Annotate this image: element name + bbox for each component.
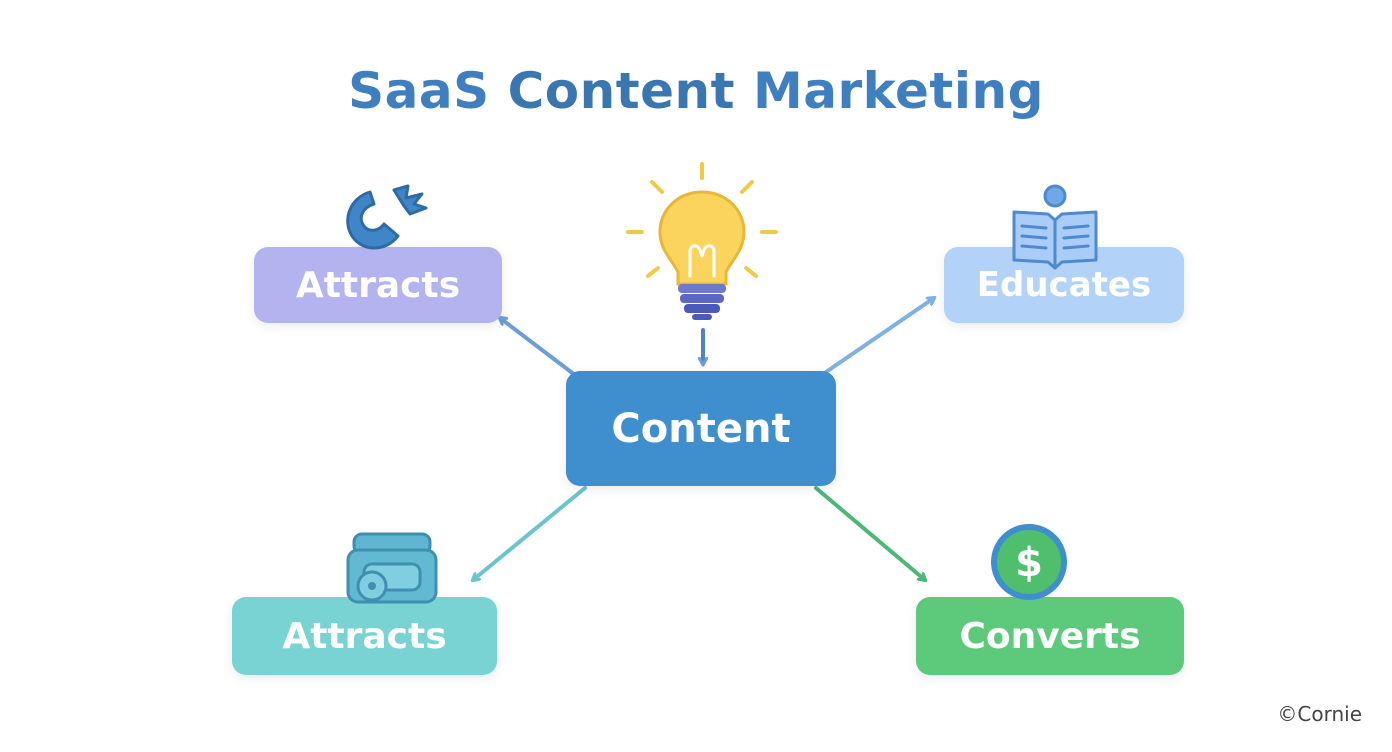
arrow-to-attracts-bottom [473, 486, 587, 580]
node-attracts-top: Attracts [254, 247, 502, 323]
arrow-to-attracts-top [500, 318, 577, 377]
node-converts: Converts [916, 597, 1184, 675]
lightbulb-icon [626, 162, 778, 320]
dollar-symbol: $ [1015, 540, 1043, 586]
node-attracts-bottom: Attracts [232, 597, 497, 675]
inbox-stack-icon [346, 532, 438, 604]
arrow-to-converts [814, 486, 925, 580]
node-attracts-top-label: Attracts [295, 264, 461, 306]
node-educates: Educates [944, 247, 1184, 323]
node-content-label: Content [611, 405, 791, 452]
open-book-icon [1012, 184, 1098, 270]
node-attracts-bottom-label: Attracts [282, 615, 447, 657]
arrow-to-educates [824, 298, 934, 374]
diagram-title: SaaS Content Marketing [0, 62, 1392, 120]
node-content: Content [566, 371, 836, 486]
title-word-content: Content [507, 62, 736, 120]
dollar-coin-icon: $ [991, 524, 1067, 600]
title-word-marketing: Marketing [752, 62, 1044, 120]
magnet-icon [346, 184, 428, 250]
watermark-text: ©Cornie [1277, 702, 1362, 726]
title-word-saas: SaaS [348, 62, 490, 120]
node-converts-label: Converts [959, 615, 1141, 657]
node-educates-label: Educates [976, 265, 1152, 305]
